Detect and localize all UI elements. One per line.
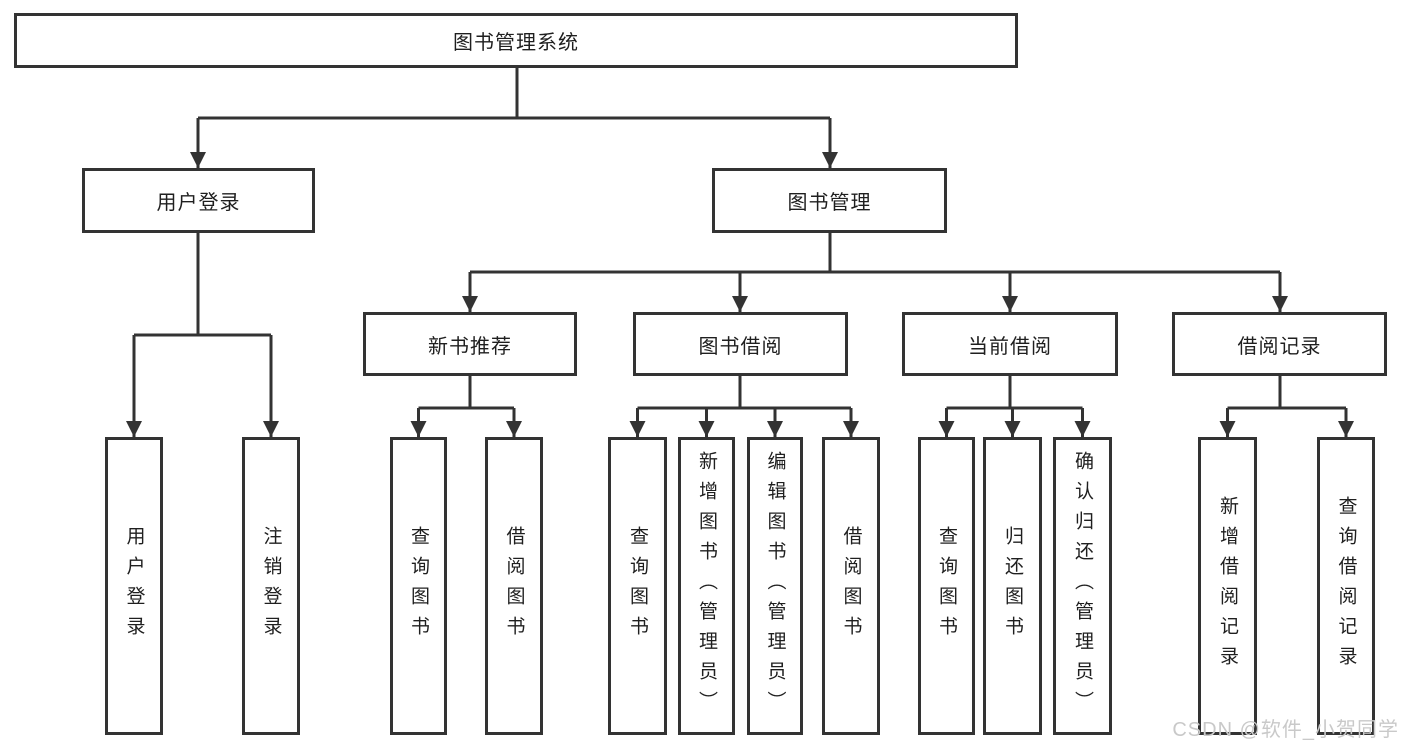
connector-current-borrow-to-leaves <box>938 376 1091 437</box>
leaf-label: 借阅图书 <box>503 526 525 646</box>
leaf-label: 确认归还（管理员） <box>1072 451 1093 721</box>
connector-book-borrow-to-leaves <box>629 376 859 437</box>
connector-root-to-level2 <box>190 68 838 168</box>
csdn-watermark: CSDN @软件_小贺同学 <box>1172 719 1399 741</box>
leaf-label: 用户登录 <box>123 526 145 646</box>
leaf-confirm-return-admin: 确认归还（管理员） <box>1053 437 1112 735</box>
leaf-query-borrow-record: 查询借阅记录 <box>1317 437 1375 735</box>
leaf-return-books: 归还图书 <box>983 437 1042 735</box>
connector-user-login-to-leaves <box>126 233 279 437</box>
leaf-label: 归还图书 <box>1002 526 1023 646</box>
leaf-label: 查询借阅记录 <box>1335 496 1357 676</box>
leaf-label: 新增借阅记录 <box>1217 496 1238 676</box>
leaf-query-books-recommend: 查询图书 <box>390 437 447 735</box>
leaf-label: 查询图书 <box>936 526 957 646</box>
connector-new-book-to-leaves <box>410 376 522 437</box>
leaf-query-books-current: 查询图书 <box>918 437 975 735</box>
leaf-add-borrow-record: 新增借阅记录 <box>1198 437 1257 735</box>
node-user-login: 用户登录 <box>82 168 315 233</box>
leaf-borrow-books-recommend: 借阅图书 <box>485 437 543 735</box>
leaf-borrow-books: 借阅图书 <box>822 437 880 735</box>
node-borrow-records: 借阅记录 <box>1172 312 1387 376</box>
leaf-add-books-admin: 新增图书（管理员） <box>678 437 735 735</box>
node-new-book-recommend: 新书推荐 <box>363 312 577 376</box>
leaf-label: 借阅图书 <box>840 526 862 646</box>
node-book-borrow: 图书借阅 <box>633 312 848 376</box>
leaf-edit-books-admin: 编辑图书（管理员） <box>747 437 803 735</box>
leaf-user-login: 用户登录 <box>105 437 163 735</box>
leaf-label: 注销登录 <box>260 526 282 646</box>
node-book-management: 图书管理 <box>712 168 947 233</box>
node-root: 图书管理系统 <box>14 13 1018 68</box>
connector-borrow-record-to-leaves <box>1219 376 1354 437</box>
leaf-label: 编辑图书（管理员） <box>764 451 786 721</box>
leaf-label: 新增图书（管理员） <box>696 451 717 721</box>
leaf-logout-login: 注销登录 <box>242 437 300 735</box>
connector-book-management-to-level3 <box>462 233 1288 312</box>
leaf-label: 查询图书 <box>408 526 429 646</box>
node-current-borrow: 当前借阅 <box>902 312 1118 376</box>
leaf-label: 查询图书 <box>627 526 648 646</box>
leaf-query-books-borrow: 查询图书 <box>608 437 667 735</box>
